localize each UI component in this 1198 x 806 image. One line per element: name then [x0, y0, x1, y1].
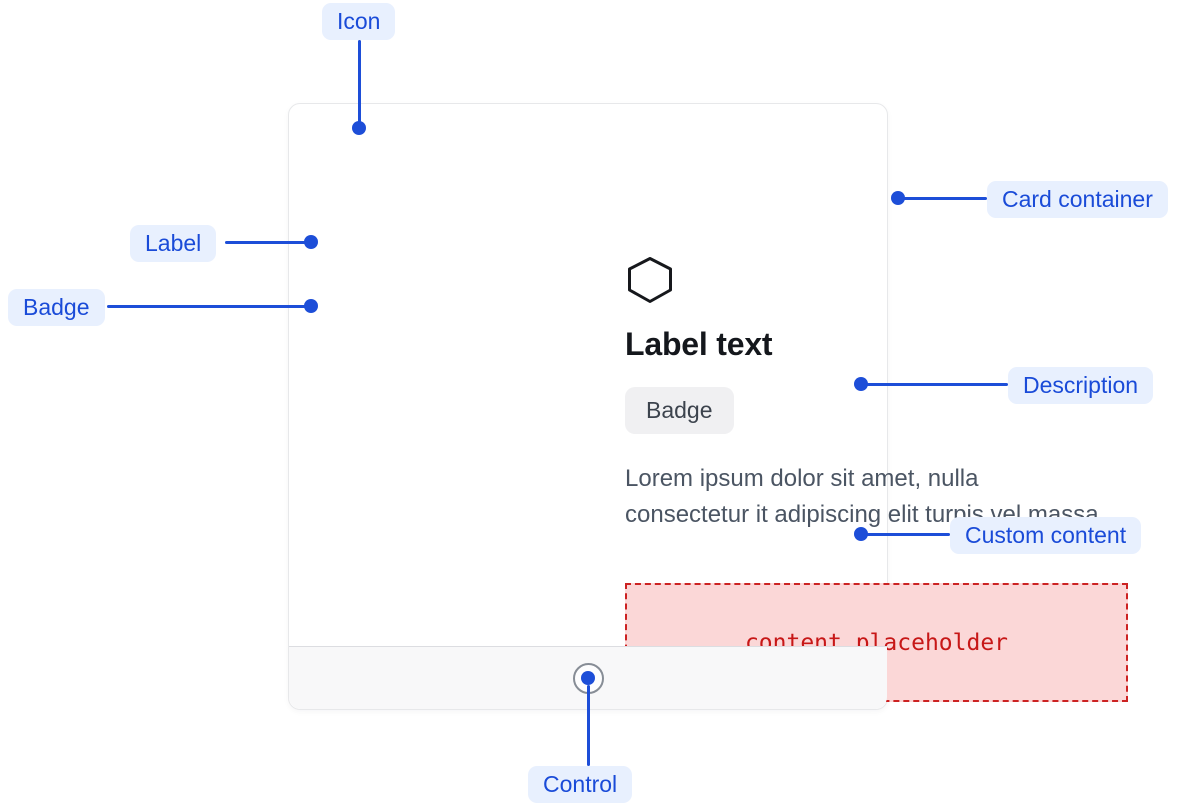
callout-custom-content-line — [861, 532, 950, 536]
callout-control-dot — [581, 671, 595, 685]
callout-badge-line — [107, 304, 308, 308]
card-description: Lorem ipsum dolor sit amet, nulla consec… — [625, 465, 1106, 528]
callout-icon-dot — [352, 121, 366, 135]
callout-custom-content-dot — [854, 527, 868, 541]
callout-custom-content: Custom content — [950, 517, 1142, 554]
callout-description-line — [861, 382, 1008, 386]
callout-label: Label — [130, 225, 217, 262]
callout-card-container: Card container — [987, 181, 1168, 218]
hexagon-icon — [628, 257, 672, 303]
callout-icon-line — [357, 40, 361, 125]
callout-control: Control — [528, 766, 633, 803]
callout-control-line — [586, 685, 590, 766]
badge: Badge — [625, 387, 734, 434]
callout-badge-dot — [304, 299, 318, 313]
callout-icon: Icon — [322, 3, 396, 40]
callout-description: Description — [1008, 367, 1154, 404]
card-label-text: Label text — [625, 326, 773, 362]
callout-card-container-line — [898, 196, 987, 200]
callout-badge: Badge — [8, 289, 105, 326]
callout-card-container-dot — [891, 191, 905, 205]
card-container: Label text Badge Lorem ipsum dolor sit a… — [288, 103, 1128, 710]
callout-label-line — [225, 240, 308, 244]
callout-label-dot — [304, 235, 318, 249]
callout-description-dot — [854, 377, 868, 391]
